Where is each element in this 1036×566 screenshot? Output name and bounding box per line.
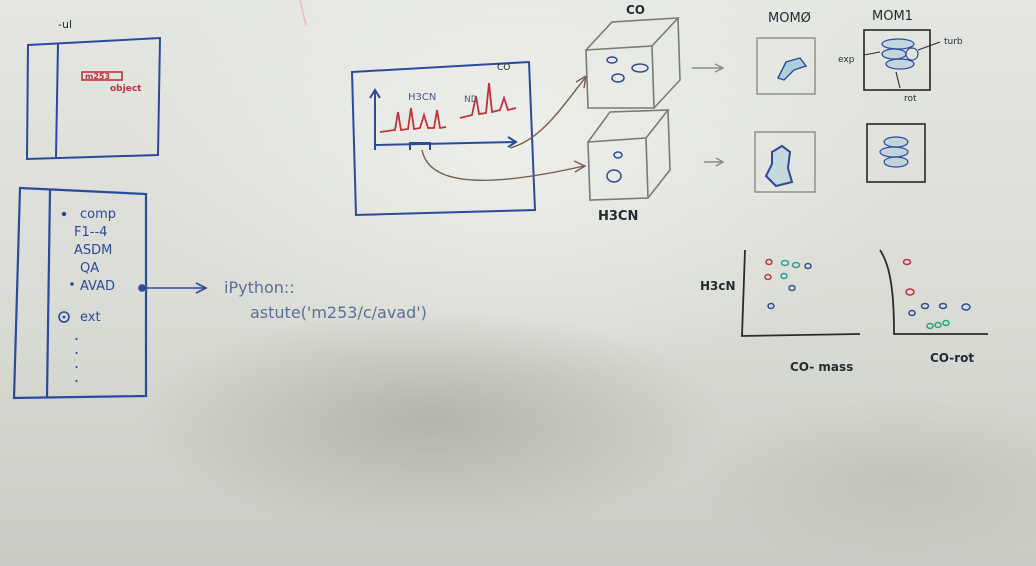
ipython-line2: astute('m253/c/avad') (250, 303, 427, 322)
mom1-rot-label: rot (904, 94, 917, 104)
co-cube (585, 17, 681, 109)
scatter-right-axes (879, 249, 988, 335)
mom0-bottom-blob (764, 144, 794, 188)
ext-dot (62, 315, 66, 319)
h3cn-cube (587, 109, 671, 201)
spectrum-co-label: CO (497, 63, 510, 73)
cube-top-label: CO (626, 3, 645, 17)
mom0-label: MOMØ (768, 11, 811, 26)
menu-item-fi: F1--4 (74, 225, 107, 240)
scatter-left-ylabel: H3cN (700, 279, 736, 293)
mom1-bottom-panel (866, 123, 926, 183)
menu-bullet (61, 211, 67, 217)
menu-item-comp: comp (80, 207, 116, 222)
menu-ellipsis: . (74, 367, 79, 386)
corner-mark: -ul (58, 18, 72, 31)
object-panel (25, 36, 162, 161)
h3cn-cube-sources (606, 151, 623, 183)
scatter-right-points (902, 258, 971, 330)
mom1-turb-label: turb (944, 37, 963, 47)
menu-item-avad: AVAD (80, 279, 115, 294)
menu-bullet (70, 282, 74, 286)
mom1-exp-label: exp (838, 55, 855, 65)
co-cube-sources (606, 56, 649, 83)
mom1-label: MOM1 (872, 9, 913, 24)
mom0-top-blob (777, 57, 808, 81)
menu-item-qa: QA (80, 261, 99, 276)
object-label: object (110, 84, 142, 94)
arrow-icon (138, 282, 208, 294)
spectrum-h3cn-label: H3CN (408, 92, 436, 103)
mom0-bottom-panel (754, 131, 816, 193)
arrow-icon (692, 63, 725, 167)
spectrum-nd-label: ND (464, 95, 478, 105)
mom0-top-panel (756, 37, 816, 95)
menu-panel (12, 186, 148, 400)
menu-item-ext: ext (80, 310, 101, 325)
scatter-left-axes (741, 249, 861, 337)
scatter-right-xlabel: CO-rot (930, 351, 974, 365)
mom1-top-panel (863, 29, 931, 91)
scatter-left-points (764, 258, 812, 310)
ipython-line1: iPython:: (224, 278, 295, 297)
mom1-top-rings (881, 38, 919, 70)
mom1-bottom-disk (879, 136, 909, 168)
menu-ellipsis: . (74, 325, 79, 344)
ext-circle-icon (58, 311, 70, 323)
spectrum-panel (350, 60, 537, 217)
cube-bottom-label: H3CN (598, 209, 638, 224)
faint-mark (299, 0, 307, 26)
menu-ellipsis: . (74, 339, 79, 358)
arrow-icon (421, 74, 587, 182)
arrow-icon (863, 41, 941, 89)
menu-ellipsis: . (74, 353, 79, 372)
scatter-left-xlabel: CO- mass (790, 360, 853, 374)
menu-item-asdm: ASDM (74, 243, 112, 258)
object-tag-label: m253 (85, 72, 110, 81)
spectrum-line (379, 82, 517, 133)
